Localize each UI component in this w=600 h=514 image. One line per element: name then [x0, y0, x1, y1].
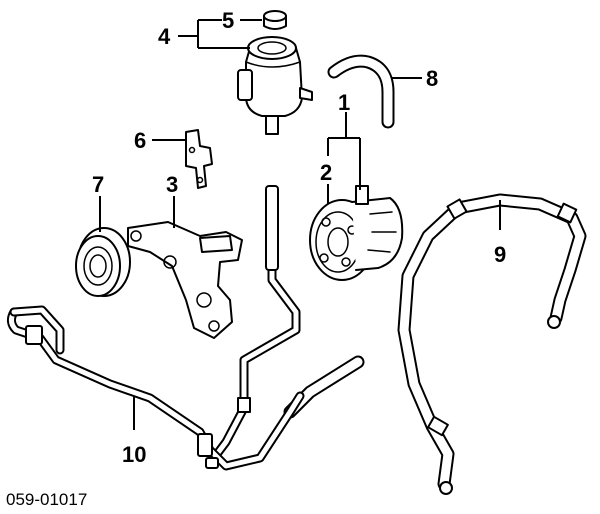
- pulley[interactable]: [75, 227, 131, 297]
- callout-3: 3: [166, 172, 178, 197]
- callout-9: 9: [494, 242, 506, 267]
- callout-5: 5: [222, 8, 234, 33]
- callout-10: 10: [122, 442, 146, 467]
- callout-8: 8: [426, 66, 438, 91]
- bracket[interactable]: [185, 129, 213, 189]
- pressure-pipe[interactable]: [209, 185, 301, 463]
- reservoir-tank[interactable]: [237, 36, 313, 135]
- pressure-hose[interactable]: [397, 193, 587, 495]
- callout-6: 6: [134, 128, 146, 153]
- reservoir-cap[interactable]: [263, 10, 287, 30]
- callout-7: 7: [92, 172, 104, 197]
- suction-hose[interactable]: [327, 54, 395, 129]
- return-hose-section[interactable]: [283, 355, 365, 419]
- leader-lines: [99, 19, 501, 430]
- power-steering-pump[interactable]: [309, 185, 404, 281]
- callout-4: 4: [158, 24, 171, 49]
- pump-bracket[interactable]: [127, 221, 243, 339]
- cooler-pipe[interactable]: [6, 305, 305, 471]
- diagram-code: 059-01017: [6, 490, 87, 509]
- callout-2: 2: [320, 160, 332, 185]
- callout-1: 1: [338, 90, 350, 115]
